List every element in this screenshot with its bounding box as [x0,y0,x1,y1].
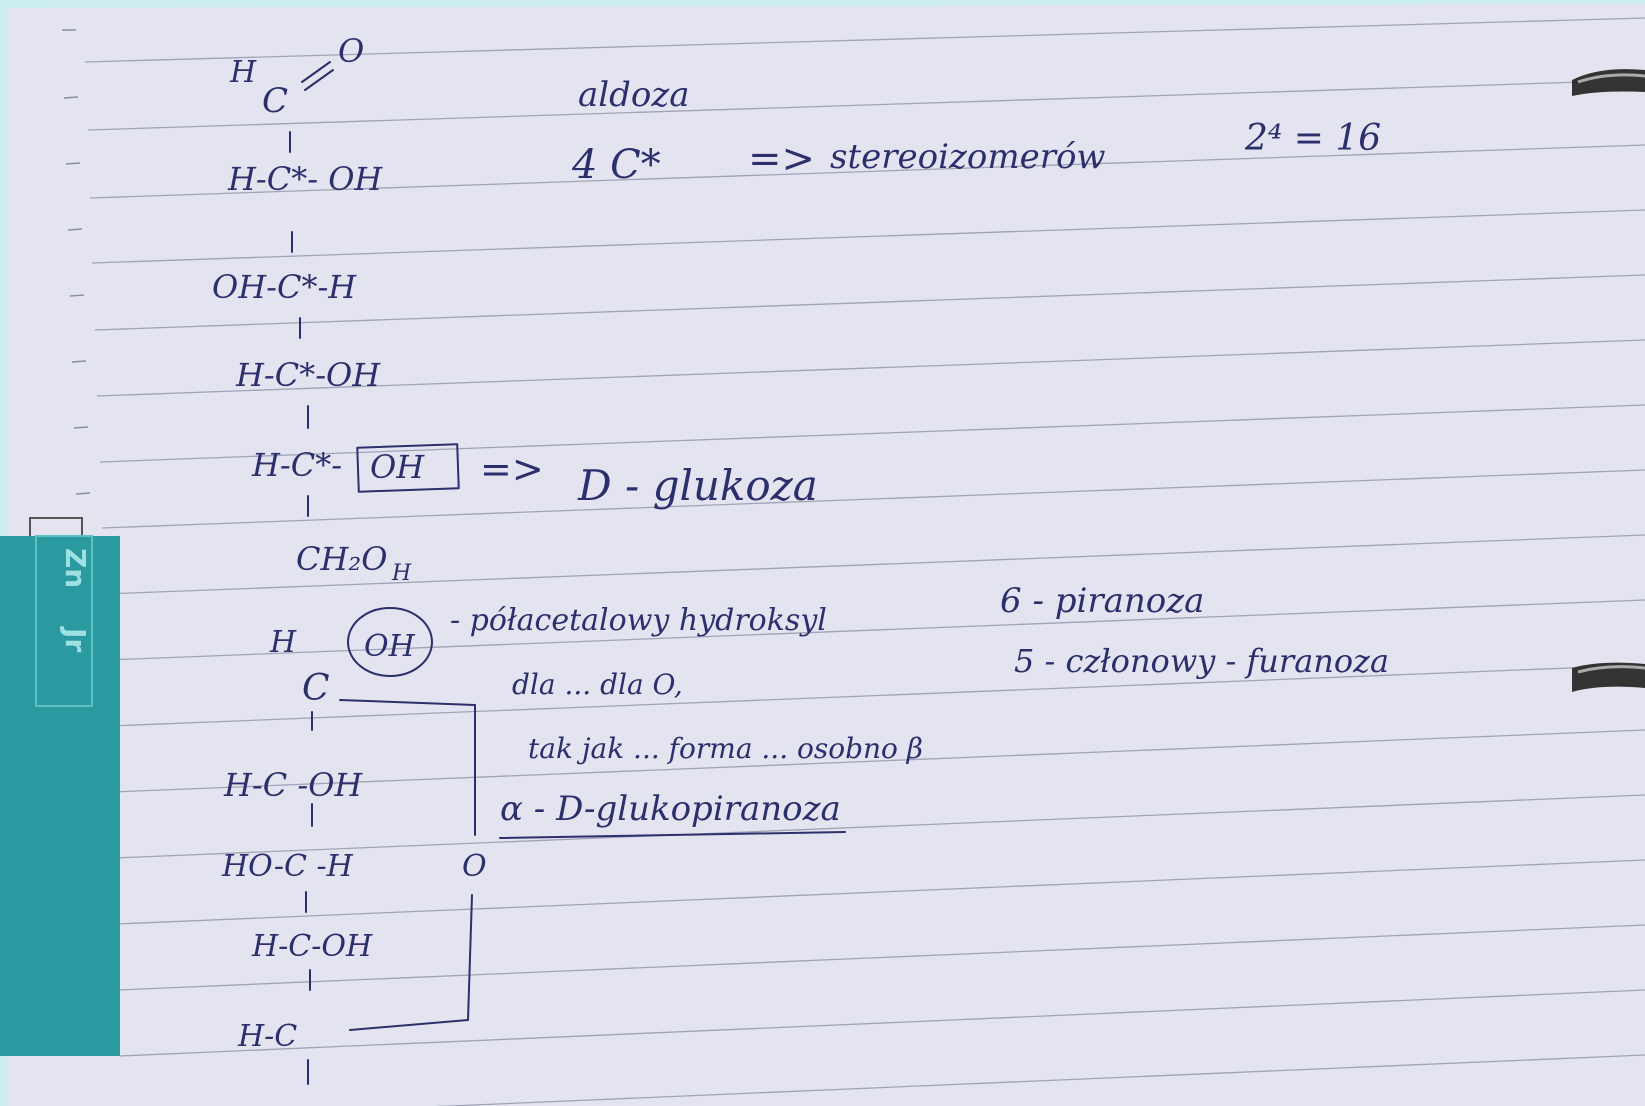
c3-row: OH-C*-H [212,268,357,306]
pyranose-note: 6 - piranoza [1000,581,1204,621]
chiral-count: 4 C* [571,142,661,188]
c2-row: H-C*- OH [227,160,383,198]
d-glucose-arrow: => [480,447,544,491]
margin-ticks [62,29,91,495]
hemiacetal-label: - półacetalowy hydroksyl [450,603,827,638]
ring-oxygen: O [462,849,487,884]
c1-h: H [229,55,257,90]
anomeric-c: C [302,668,330,709]
c1-c: C [262,81,288,121]
ring-structure: H OH C O H-C -OH HO-C -H H-C-OH H-C [221,607,487,1085]
boxed-oh-frame [356,443,460,493]
anomeric-oh-circle [347,607,433,677]
d-glucose-label: D - glukoza [577,461,818,510]
notes: aldoza 4 C* => stereoizomerów 2⁴ = 16 =>… [450,75,1389,839]
binder-rings [1572,69,1645,692]
c1-o: O [338,32,364,70]
ring-c2: H-C -OH [223,766,363,804]
c5-row: H-C*- [251,446,342,484]
ruled-lines [84,17,1645,1106]
ring-c3: HO-C -H [221,849,354,884]
ring-c4: H-C-OH [251,929,373,964]
stereoisomers-word: stereoizomerów [830,137,1106,177]
alpha-glucopyranose: α - D-glukopiranoza [500,789,841,829]
paper-sheet [8,4,1645,1106]
hemiacetal-note: dla ... dla O, [512,668,683,701]
c4-row: H-C*-OH [235,356,381,394]
alpha-note: tak jak ... forma ... osobno β [528,732,923,765]
c6-sub: H [391,561,412,586]
side-tab: Zn Jr [0,517,120,1056]
ring-c5: H-C [237,1019,297,1054]
c6-row: CH₂O [296,540,387,578]
anomeric-h: H [269,625,297,660]
c5-boxed-oh: OH [370,448,425,486]
tab-label-bottom: Jr [59,626,92,652]
teal-tab-block [0,536,120,1056]
stereoisomer-count: 2⁴ = 16 [1244,118,1381,159]
furanose-note: 5 - członowy - furanoza [1014,642,1389,680]
anomeric-oh: OH [364,629,416,664]
alpha-underline [499,831,846,839]
implies-arrow: => [748,136,815,182]
open-chain-structure: H C O H-C*- OH OH-C*-H H-C*-OH H-C*- OH … [212,32,460,586]
tab-label-top: Zn [59,548,92,588]
aldose-label: aldoza [578,75,690,115]
